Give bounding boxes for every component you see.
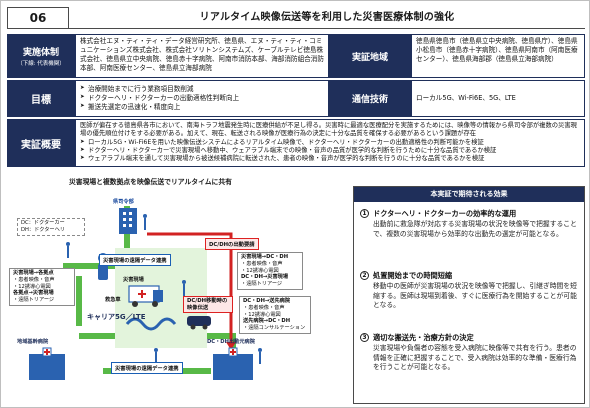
implementer-sublabel: （下線: 代表機関） (17, 61, 65, 67)
hospital-info-box: DC・DH→送先病院 ・患者映像・音声 ・12誘導心電図 送先病院→DC・DH … (239, 296, 311, 334)
implementer-label: 実施体制 （下線: 代表機関） (7, 34, 75, 78)
request-red-arrowhead (226, 342, 236, 350)
goal-list: 治療開始までに行う業務項目数削減ドクターヘリ・ドクターカーの出動適格性判断向上搬… (80, 85, 324, 112)
goal-label: 目標 (7, 80, 75, 117)
dcdh-box-line: ・患者映像・音声 (241, 260, 283, 267)
page-header: 06 リアルタイム映像伝送等を利用した災害医療体制の強化 (7, 7, 585, 29)
dcdh-hospital-label: DC・DH出動元病院 (207, 339, 255, 345)
effect-number: 2 (360, 271, 369, 280)
effect-title: 処置開始までの時間短縮 (373, 271, 453, 280)
system-diagram: 災害現場と複数拠点を映像伝送でリアルタイムに共有 県司令部 DC：ドクターカー … (7, 176, 347, 404)
scene-box-title: 災害現場→各拠点 (13, 270, 54, 276)
effect-body: 災害現場や負傷者の容態を受入病院に映像等で共有を行う。患者の情報を正確に把握する… (373, 344, 577, 372)
regional-hospital-label: 地域基幹病院 (17, 339, 49, 345)
hq-data-band: 災害現場の遠隔データ連携 (99, 254, 171, 266)
summary-label: 実証概要 (7, 119, 75, 167)
hospital-box-title2: 送先病院→DC・DH (243, 318, 291, 325)
summary-value: 医師が偏在する徳島県各市において、南海トラフ地震発生時に医療供給が不足し得る。災… (75, 119, 585, 167)
tsunami-wave-icon (125, 317, 177, 331)
list-item: ドクターヘリ・ドクターカーの出動適格性判断向上 (80, 94, 324, 103)
legend-dc: DC：ドクターカー (21, 220, 65, 226)
info-table: 実施体制 （下線: 代表機関） 株式会社エヌ・ティ・ティ・データ経営研究所、徳島… (7, 34, 585, 167)
diagram-graphics (29, 206, 262, 380)
dispatch-request-band: DC/DHの出動要請 (205, 238, 259, 250)
scene-box-line: ・患者映像・音声 (13, 276, 55, 283)
implementer-value: 株式会社エヌ・ティ・ティ・データ経営研究所、徳島県、エヌ・ティ・ティ・コミュニケ… (75, 34, 329, 78)
dcdh-info-box: 災害現場→DC・DH ・患者映像・音声 ・12誘導心電図 DC・DH→災害現場 … (237, 252, 303, 290)
effects-header: 本実証で期待される効果 (354, 187, 584, 202)
row-goal: 目標 治療開始までに行う業務項目数削減ドクターヘリ・ドクターカーの出動適格性判断… (7, 80, 585, 117)
implementer-label-text: 実施体制 (22, 48, 59, 58)
effect-item-1: 1 ドクターヘリ・ドクターカーの効率的な運用 出動前に救急隊が対応する災害現場の… (360, 209, 578, 239)
page-title: リアルタイム映像伝送等を利用した災害医療体制の強化 (199, 12, 455, 23)
effect-item-2: 2 処置開始までの時間短縮 移動中の医師が災害現場の状況を映像等で把握し、引継ぎ… (360, 271, 578, 311)
header-underline (69, 28, 585, 29)
expected-effects-panel: 本実証で期待される効果 1 ドクターヘリ・ドクターカーの効率的な運用 出動前に救… (353, 186, 585, 404)
dcdh-hospital-icon (213, 347, 253, 380)
region-value: 徳島県徳島市（徳島県立中央病院、徳島県庁）、徳島県小松島市（徳島赤十字病院）、徳… (411, 34, 585, 78)
row-implementer: 実施体制 （下線: 代表機関） 株式会社エヌ・ティ・ティ・データ経営研究所、徳島… (7, 34, 585, 78)
list-item: ドクターヘリ・ドクターカーで災害現場へ移動中、ウェアラブル端末での映像・音声の品… (80, 147, 580, 155)
list-item: 搬送先選定の迅速化・精度向上 (80, 103, 324, 112)
antenna-icon (66, 214, 262, 364)
effect-heading: 1 ドクターヘリ・ドクターカーの効率的な運用 (360, 209, 578, 219)
hospital-box-line: ・患者映像・音声 (243, 304, 285, 311)
bottom-data-band: 災害現場の遠隔データ連携 (111, 362, 183, 374)
effect-title: 適切な搬送先・治療方針の決定 (373, 333, 474, 342)
scene-info-box: 災害現場→各拠点 ・患者映像・音声 ・12誘導心電図 各拠点→災害現場 ・遠隔ト… (9, 268, 75, 306)
tech-value: ローカル5G、Wi-Fi6E、5G、LTE (411, 80, 585, 117)
effect-heading: 2 処置開始までの時間短縮 (360, 271, 578, 281)
effect-body: 出動前に救急隊が対応する災害現場の状況を映像等で把握することで、複数の災害現場か… (373, 220, 577, 238)
scene-box-line: ・12誘導心電図 (13, 283, 51, 290)
hospital-box-title: DC・DH→送先病院 (243, 298, 291, 304)
list-item: 治療開始までに行う業務項目数削減 (80, 85, 324, 94)
hospital-box-line: ・12誘導心電図 (243, 311, 281, 318)
legend-box: DC：ドクターカー DH：ドクターヘリ (17, 218, 85, 236)
carrier-label: キャリア5G／LTE (87, 313, 146, 321)
dcdh-box-line: ・12誘導心電図 (241, 267, 279, 274)
doctor-car-icon (187, 316, 211, 330)
dcdh-box-title2: DC・DH→災害現場 (241, 274, 289, 281)
effect-number: 3 (360, 333, 369, 342)
scene-box-title2: 各拠点→災害現場 (13, 290, 54, 297)
section-number: 06 (7, 7, 69, 29)
ambulance-icon (128, 285, 163, 307)
list-item: ウェアラブル端末を通して災害現場から被送候補病院に転送された、患者の映像・音声が… (80, 155, 580, 163)
scene-label: 災害現場 (123, 277, 144, 283)
effect-heading: 3 適切な搬送先・治療方針の決定 (360, 333, 578, 343)
moving-transmission-band: DC/DH移動時の映像伝送 (183, 296, 233, 314)
hq-label: 県司令部 (113, 199, 134, 205)
row-summary: 実証概要 医師が偏在する徳島県各市において、南海トラフ地震発生時に医療供給が不足… (7, 119, 585, 167)
effect-number: 1 (360, 209, 369, 218)
summary-list: ローカル5G・Wi-Fi6Eを用いた映像伝送システムによるリアルタイム映像で、ド… (80, 139, 580, 164)
effect-item-3: 3 適切な搬送先・治療方針の決定 災害現場や負傷者の容態を受入病院に映像等で共有… (360, 333, 578, 373)
legend-dh: DH：ドクターヘリ (21, 226, 65, 233)
effect-title: ドクターヘリ・ドクターカーの効率的な運用 (373, 209, 517, 218)
list-item: ローカル5G・Wi-Fi6Eを用いた映像伝送システムによるリアルタイム映像で、ド… (80, 139, 580, 147)
regional-hospital-icon (29, 347, 65, 380)
diagram-title: 災害現場と複数拠点を映像伝送でリアルタイムに共有 (69, 178, 232, 186)
scene-box-line: ・遠隔トリアージ (13, 297, 55, 303)
effect-body: 移動中の医師が災害現場の状況を映像等で把握し、引継ぎ時間を短縮する。医師は現場到… (373, 282, 577, 310)
hospital-box-line: ・遠隔コンサルテーション (243, 325, 306, 331)
dcdh-box-title: 災害現場→DC・DH (241, 254, 289, 260)
region-label: 実証地域 (329, 34, 411, 78)
tech-label: 通信技術 (329, 80, 411, 117)
ambulance-label: 救急車 (105, 297, 121, 303)
goal-value: 治療開始までに行う業務項目数削減ドクターヘリ・ドクターカーの出動適格性判断向上搬… (75, 80, 329, 117)
dcdh-box-line: ・遠隔トリアージ (241, 281, 283, 287)
tech-text: ローカル5G、Wi-Fi6E、5G、LTE (416, 93, 516, 102)
hq-building-icon (119, 208, 137, 234)
summary-lead: 医師が偏在する徳島県各市において、南海トラフ地震発生時に医療供給が不足し得る。災… (80, 122, 577, 138)
